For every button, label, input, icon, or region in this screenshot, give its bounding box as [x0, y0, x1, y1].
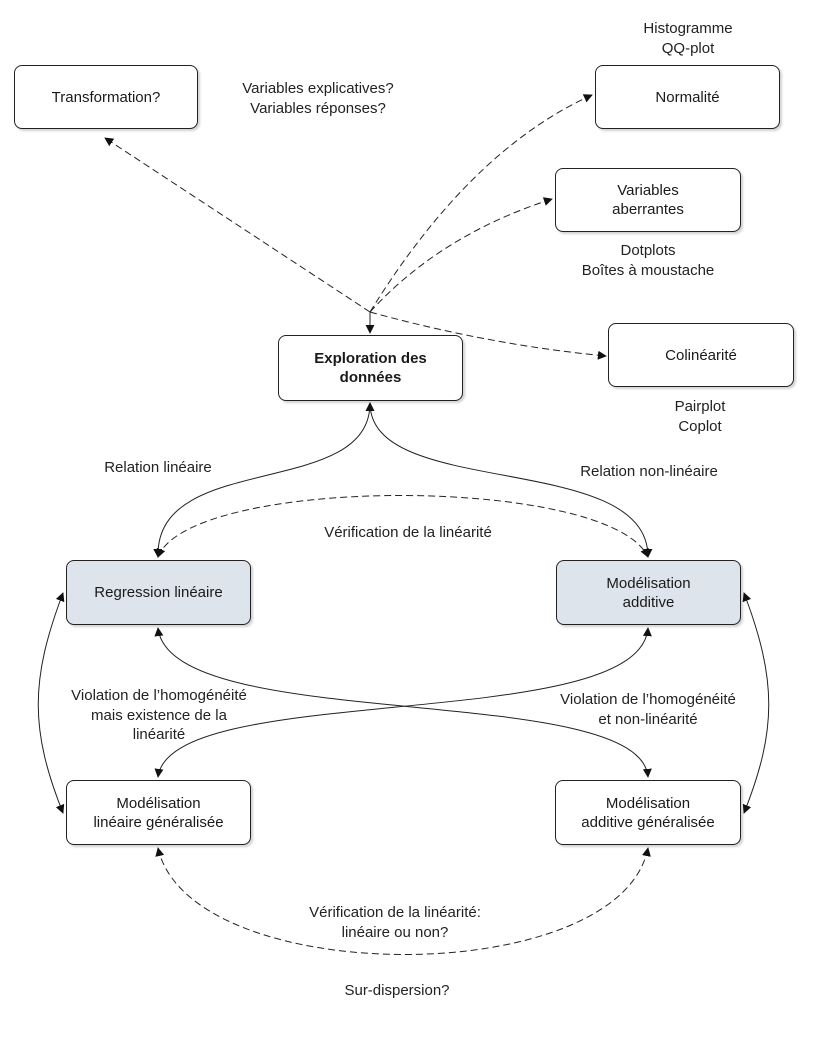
label-relation-non-lineaire: Relation non-linéaire: [580, 463, 718, 480]
edge-exploration-transformation: [104, 137, 371, 313]
label-variables: Variables explicatives? Variables répons…: [242, 80, 394, 117]
node-modelisation-additive: Modélisation additive: [556, 560, 741, 625]
node-regression-lineaire: Regression linéaire: [66, 560, 251, 625]
label-sur-dispersion: Sur-dispersion?: [344, 982, 450, 999]
edge-exploration-additive: [365, 402, 653, 558]
node-colinearite-label: Colinéarité: [665, 346, 737, 364]
node-variables-aberrantes: Variables aberrantes: [555, 168, 741, 232]
node-exploration: Exploration des données: [278, 335, 463, 401]
edge-additive-glm: [154, 627, 652, 778]
node-colinearite: Colinéarité: [608, 323, 794, 387]
edge-exploration-normalite: [369, 94, 593, 313]
node-exploration-label: Exploration des données: [314, 350, 427, 386]
node-aberrantes-label: Variables aberrantes: [612, 182, 684, 218]
node-glm-label: Modélisation linéaire généralisée: [93, 794, 224, 831]
label-relation-lineaire: Relation linéaire: [104, 459, 212, 476]
edge-exploration-regression: [153, 402, 375, 558]
edge-exploration-colinearite: [369, 311, 607, 360]
label-violation-right: Violation de l’homogénéité et non-linéar…: [560, 691, 736, 728]
node-transformation: Transformation?: [14, 65, 198, 129]
node-normalite: Normalité: [595, 65, 780, 129]
label-pairplot: Pairplot Coplot: [674, 398, 726, 435]
node-regression-label: Regression linéaire: [94, 584, 223, 601]
edge-additive-gam: [742, 592, 770, 814]
label-violation-left: Violation de l’homogénéité mais existenc…: [71, 687, 247, 743]
label-verification-lineaire-ou-non: Vérification de la linéarité: linéaire o…: [309, 904, 481, 941]
edge-exploration-aberrantes: [369, 197, 553, 313]
node-gam-label: Modélisation additive généralisée: [581, 794, 715, 831]
node-glm: Modélisation linéaire généralisée: [66, 780, 251, 845]
node-additive-label: Modélisation additive: [606, 574, 691, 611]
label-verification-linearite: Vérification de la linéarité: [324, 524, 492, 541]
edge-regression-glm: [37, 592, 65, 814]
label-dotplots: Dotplots Boîtes à moustache: [581, 242, 715, 279]
node-transformation-label: Transformation?: [51, 88, 161, 106]
node-normalite-label: Normalité: [655, 88, 720, 106]
edge-verification-linearite: [156, 495, 649, 558]
node-gam: Modélisation additive généralisée: [555, 780, 741, 845]
label-histogramme: Histogramme QQ-plot: [643, 20, 733, 57]
